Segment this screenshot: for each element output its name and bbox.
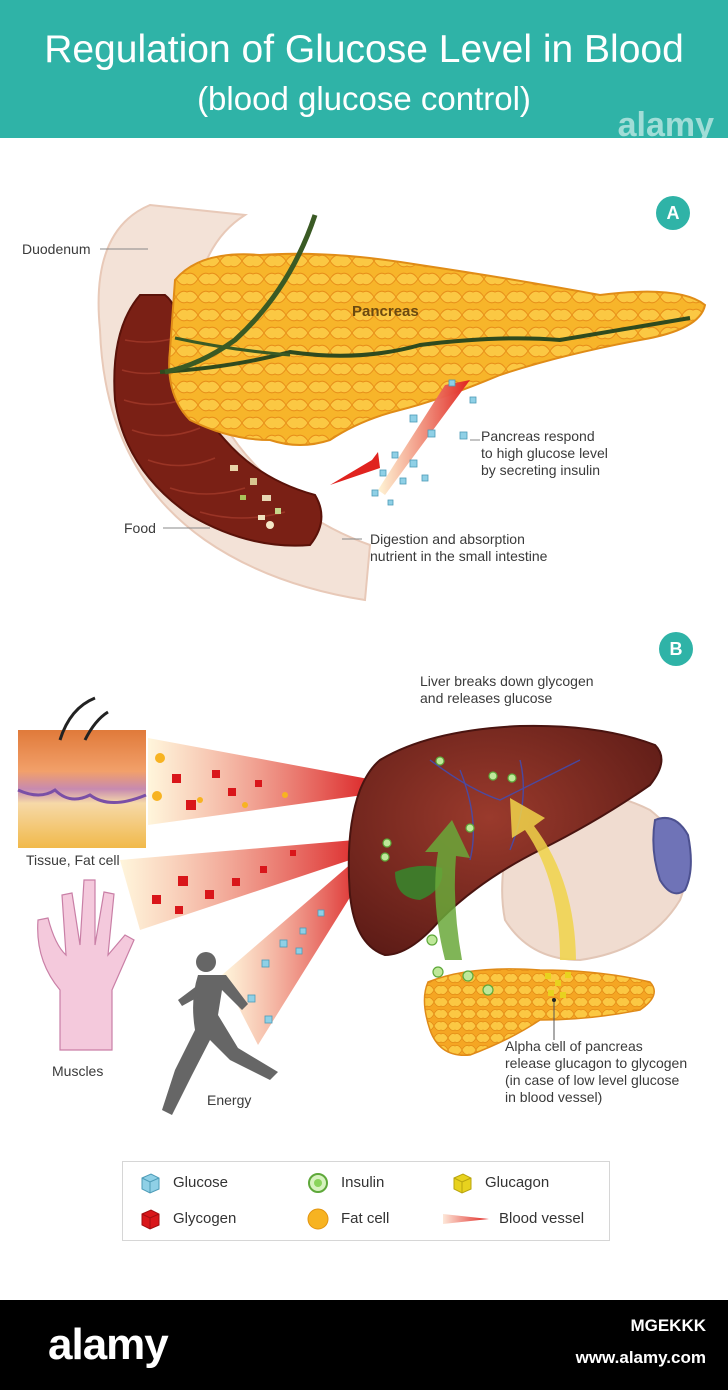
hand-muscles bbox=[37, 879, 135, 1051]
digestion-label: Digestion and absorption nutrient in the… bbox=[370, 531, 548, 564]
legend: Glucose Insulin Glucagon Glycogen Fat ce… bbox=[122, 1161, 610, 1241]
watermark-logo: alamy bbox=[617, 106, 714, 144]
pancreas-label: Pancreas bbox=[352, 303, 419, 320]
insulin-dot-icon bbox=[308, 1173, 328, 1193]
duodenum-label: Duodenum bbox=[22, 241, 91, 257]
tissue-label: Tissue, Fat cell bbox=[26, 852, 120, 868]
legend-label: Glucagon bbox=[485, 1174, 550, 1191]
pancreas bbox=[168, 252, 707, 446]
legend-label: Fat cell bbox=[341, 1210, 390, 1227]
liver-label: Liver breaks down glycogen and releases … bbox=[420, 673, 594, 706]
energy-label: Energy bbox=[207, 1092, 252, 1108]
image-code: MGEKKK bbox=[630, 1316, 706, 1335]
legend-label: Blood vessel bbox=[499, 1210, 585, 1227]
fat-cell-dots bbox=[152, 753, 288, 808]
blood-vessel-arrow-a1 bbox=[378, 380, 470, 495]
glucagon-cubes bbox=[545, 972, 571, 998]
page-subtitle: (blood glucose control) bbox=[197, 80, 531, 117]
page-title: Regulation of Glucose Level in Blood bbox=[44, 28, 684, 71]
blood-vessel-arrow-a2 bbox=[330, 452, 380, 485]
spleen bbox=[652, 816, 692, 895]
glucose-cube-icon bbox=[141, 1173, 160, 1194]
glucagon-cube-icon bbox=[453, 1173, 472, 1194]
skin-tissue-block bbox=[17, 696, 147, 848]
pancreatic-duct bbox=[159, 316, 691, 374]
food-particles bbox=[230, 465, 281, 529]
legend-label: Insulin bbox=[341, 1174, 385, 1191]
site-url: www.alamy.com bbox=[575, 1348, 706, 1367]
muscles-label: Muscles bbox=[52, 1063, 104, 1079]
insulin-dots bbox=[380, 756, 517, 996]
diagram-illustration: Pancreas bbox=[17, 203, 707, 1115]
section-b-badge: B bbox=[659, 632, 693, 666]
glucose-release-arrow-green bbox=[425, 820, 470, 960]
legend-label: Glycogen bbox=[173, 1210, 237, 1227]
pancreas-respond-label: Pancreas respond to high glucose level b… bbox=[481, 428, 608, 478]
glucose-cubes-b bbox=[247, 909, 325, 1024]
glucose-release-arrow-yellow bbox=[510, 798, 576, 960]
legend-label: Glucose bbox=[173, 1174, 229, 1191]
blood-vessel-beam-tissue bbox=[148, 738, 385, 825]
food-label: Food bbox=[124, 520, 156, 536]
section-b-illustration bbox=[17, 696, 692, 1115]
glycogen-cube-icon bbox=[141, 1209, 160, 1230]
section-a-badge: A bbox=[656, 196, 690, 230]
runner-silhouette bbox=[162, 952, 278, 1115]
alpha-cell-label: Alpha cell of pancreas release glucagon … bbox=[505, 1038, 688, 1105]
glucose-cubes-a bbox=[371, 379, 477, 506]
blood-vessel-icon bbox=[443, 1214, 489, 1224]
footer-bar: alamy MGEKKK www.alamy.com bbox=[0, 1300, 728, 1390]
gallbladder bbox=[395, 865, 443, 900]
fat-cell-dot-icon bbox=[307, 1208, 329, 1230]
header-banner: Regulation of Glucose Level in Blood (bl… bbox=[0, 0, 728, 144]
liver bbox=[347, 724, 663, 957]
section-a-illustration: Pancreas bbox=[97, 203, 707, 602]
alamy-logo: alamy bbox=[48, 1320, 169, 1369]
blood-vessel-beam-muscles bbox=[120, 838, 380, 930]
glycogen-cubes bbox=[152, 770, 296, 914]
pancreas-lower bbox=[423, 968, 655, 1057]
